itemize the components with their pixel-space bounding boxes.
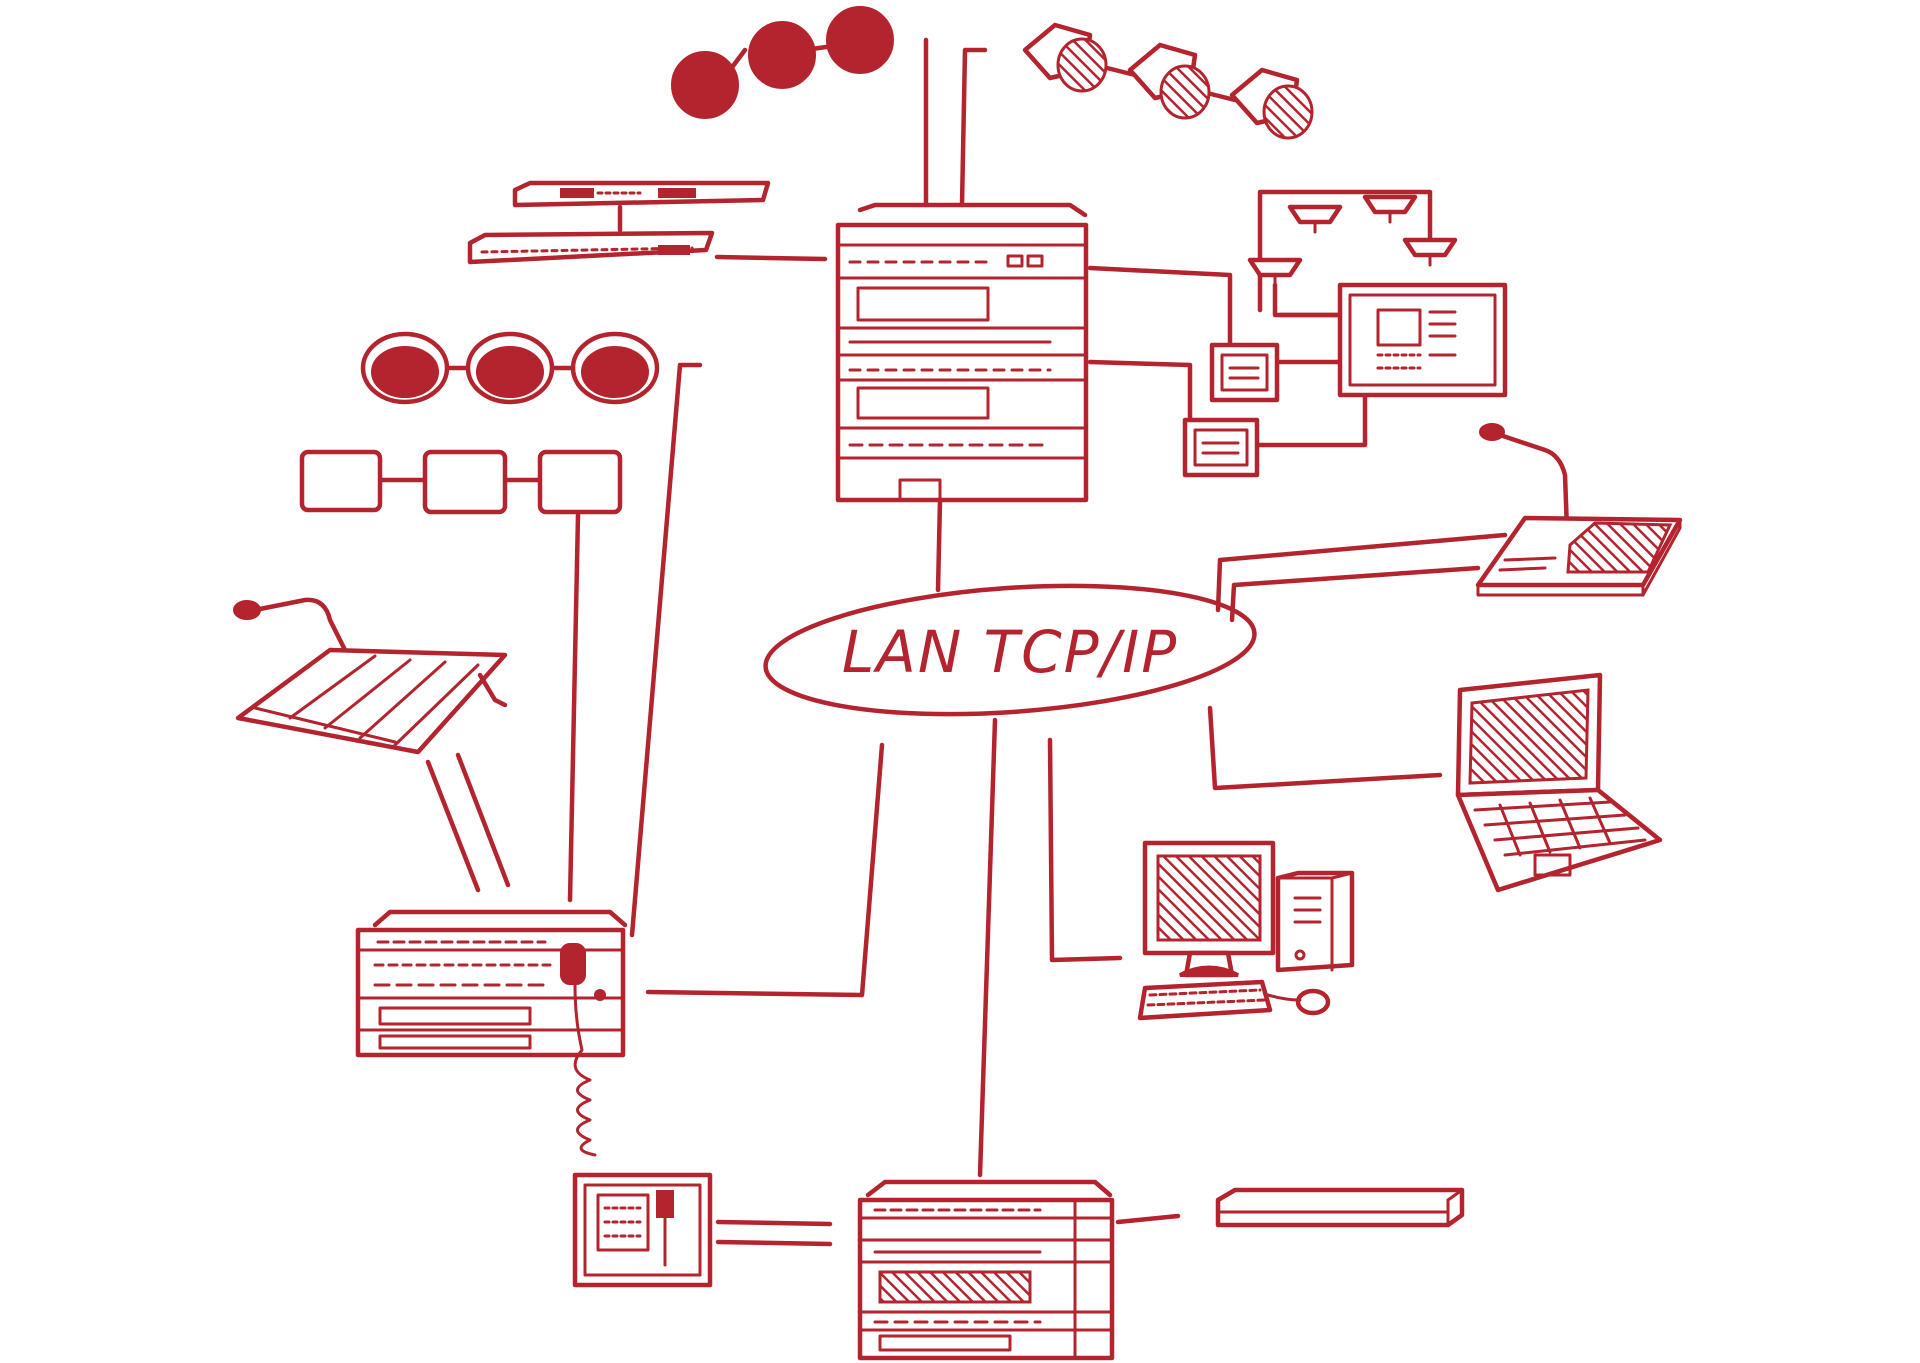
smoke-detectors bbox=[1247, 194, 1458, 287]
interface-modules bbox=[1182, 342, 1280, 478]
ceiling-speakers-top bbox=[671, 6, 894, 119]
rack-unit-bottom-right bbox=[1215, 1187, 1465, 1228]
desktop-pc bbox=[1137, 840, 1355, 1021]
laptop bbox=[1455, 672, 1663, 893]
main-rack bbox=[835, 202, 1089, 503]
fire-panel bbox=[1337, 282, 1508, 398]
bottom-rack bbox=[857, 1179, 1115, 1361]
lan-hub-label: LAN TCP/IP bbox=[842, 618, 1178, 686]
rack-units-top-left bbox=[467, 180, 771, 265]
paging-console-rack bbox=[355, 909, 628, 1157]
call-station-right bbox=[1475, 423, 1683, 597]
projector-speakers bbox=[1022, 22, 1314, 140]
connection-lines bbox=[425, 37, 1508, 1247]
call-station-left bbox=[233, 597, 508, 755]
wall-panel bbox=[572, 1172, 713, 1288]
box-speakers bbox=[299, 449, 623, 515]
lan-hub: LAN TCP/IP bbox=[763, 583, 1257, 717]
ceiling-speakers-left bbox=[360, 331, 660, 405]
